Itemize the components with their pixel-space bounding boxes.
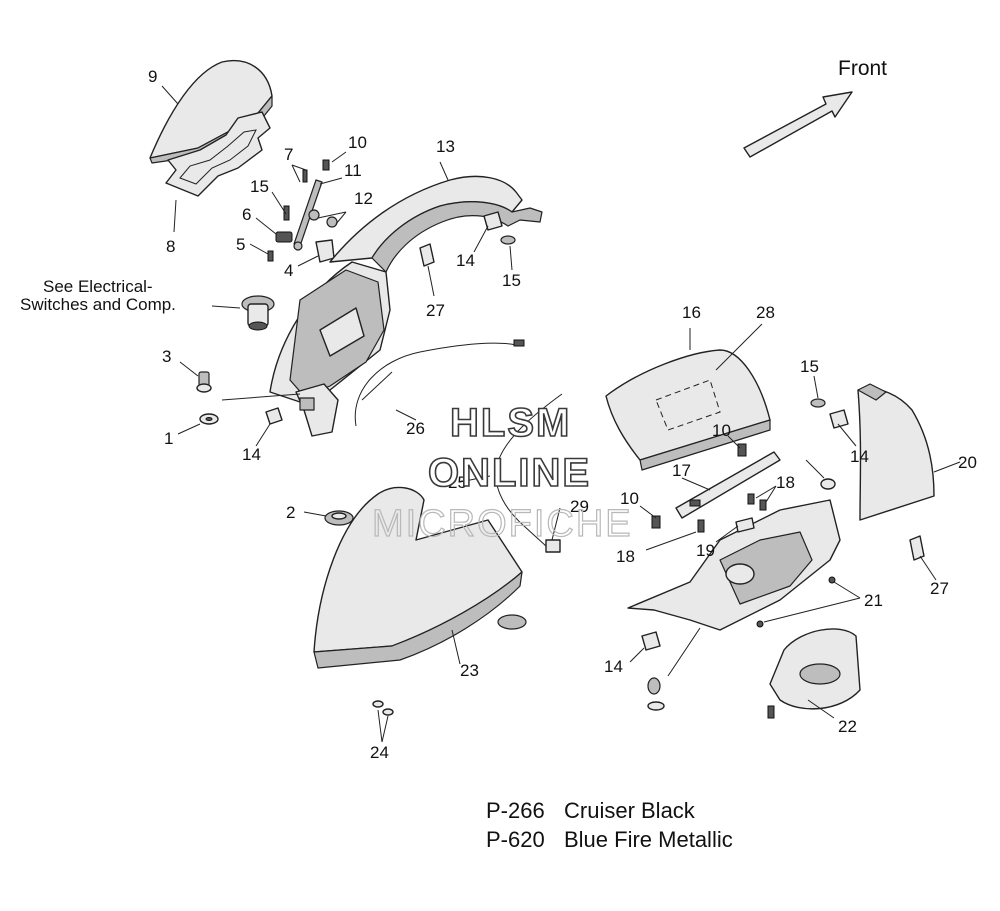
clip-nut-icon [265,211,925,651]
callout-9: 9 [148,67,157,86]
callout-7: 7 [284,145,293,164]
electrical-note-line2: Switches and Comp. [20,295,176,314]
latch-cable-part [495,393,563,553]
callout-10c: 10 [620,489,639,508]
callout-20: 20 [958,453,977,472]
pin-fastener-icon [372,700,394,716]
front-arrow-icon [743,91,853,158]
inner-console-right-part [627,499,841,631]
callout-8: 8 [166,237,175,256]
callout-labels: 9 8 7 10 11 15 12 6 5 4 13 14 15 27 3 1 … [148,67,977,762]
lower-cover-part [313,486,523,669]
callout-12: 12 [354,189,373,208]
callout-21: 21 [864,591,883,610]
washer-part [199,413,219,425]
callout-5: 5 [236,235,245,254]
callout-15b: 15 [502,271,521,290]
paint-name-1: Cruiser Black [564,798,696,823]
callout-17: 17 [672,461,691,480]
hinge-hardware-group [267,159,338,263]
callout-27: 27 [426,301,445,320]
callout-26: 26 [406,419,425,438]
paint-code-1: P-266 [486,798,545,823]
callout-18: 18 [776,473,795,492]
callout-16: 16 [682,303,701,322]
leader-lines [161,85,961,743]
callout-6: 6 [242,205,251,224]
paint-code-legend: P-266 Cruiser Black P-620 Blue Fire Meta… [486,798,733,852]
callout-2: 2 [286,503,295,522]
callout-22: 22 [838,717,857,736]
callout-3: 3 [162,347,171,366]
callout-19: 19 [696,541,715,560]
callout-29: 29 [570,497,589,516]
bolt-part [196,371,212,393]
right-cover-part [857,383,935,521]
watermark-line1: HLSM [450,401,571,445]
release-cable-part [354,339,525,427]
cup-holder-part [767,628,861,719]
callout-14c: 14 [850,447,869,466]
callout-4: 4 [284,261,293,280]
paint-name-2: Blue Fire Metallic [564,827,733,852]
gasket-part [165,111,271,197]
callout-23: 23 [460,661,479,680]
callout-18b: 18 [616,547,635,566]
grommet-part [324,510,527,630]
callout-28: 28 [756,303,775,322]
watermark-line3: MICROFICHE [372,503,633,545]
screw-icon-group [647,443,836,711]
callout-14: 14 [456,251,475,270]
callout-27b: 27 [930,579,949,598]
watermark: HLSM ONLINE MICROFICHE [371,400,633,545]
front-label: Front [838,57,887,80]
console-lid-part [605,349,771,471]
inner-console-left-part [269,261,391,437]
callout-10b: 10 [712,421,731,440]
callout-10: 10 [348,133,367,152]
screw-icon [500,235,836,490]
callout-11: 11 [344,161,362,180]
callout-25: 25 [448,473,467,492]
callout-13: 13 [436,137,455,156]
callout-15: 15 [250,177,269,196]
electrical-note-line1: See Electrical- [43,277,153,296]
callout-14d: 14 [604,657,623,676]
paint-code-2: P-620 [486,827,545,852]
watermark-line2: ONLINE [428,451,591,495]
callout-14b: 14 [242,445,261,464]
callout-15c: 15 [800,357,819,376]
hinge-bar-part [675,451,781,519]
callout-1: 1 [164,429,173,448]
callout-24: 24 [370,743,389,762]
switch-part [241,295,275,331]
